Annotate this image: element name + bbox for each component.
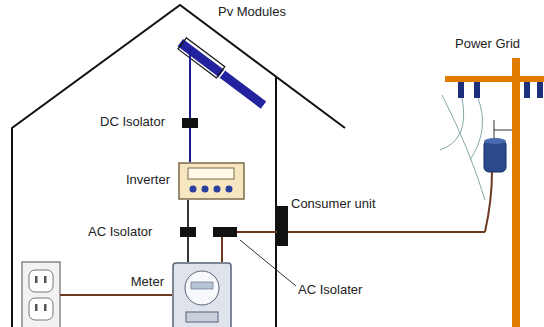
pv-frame <box>178 38 225 78</box>
pv-modules: Pv Modules <box>175 35 275 110</box>
dc-cable <box>189 110 191 162</box>
inverter-button <box>226 186 233 193</box>
outlet-slot <box>35 276 38 283</box>
node-label: Meter <box>131 274 164 289</box>
inverter-body <box>179 163 244 199</box>
node-label: Pv Modules <box>218 4 286 19</box>
grid-wire <box>470 98 483 160</box>
pv-gap <box>219 70 224 77</box>
consumer-unit <box>277 206 288 246</box>
inverter-button <box>190 186 197 193</box>
isolator-label: AC Isolater <box>298 282 362 297</box>
ac-isolator <box>180 227 196 237</box>
leader-line <box>240 240 296 286</box>
power-grid: Power Grid <box>485 55 544 327</box>
ac-isolater <box>213 227 237 237</box>
service-drop <box>485 172 492 232</box>
outlet-face <box>29 270 53 292</box>
transformer <box>484 140 506 172</box>
wall-outlet <box>22 262 60 327</box>
transformer-top <box>484 138 506 144</box>
meter-base <box>186 312 218 322</box>
house-wall <box>275 77 277 327</box>
inv-shape <box>178 162 245 200</box>
inverter-button <box>202 186 209 193</box>
insulator <box>474 82 480 98</box>
meter-readout <box>191 282 213 289</box>
meter-shape <box>172 262 232 327</box>
node-label: Inverter <box>126 172 170 187</box>
outlet-slot <box>44 276 47 283</box>
outlet-wire <box>60 294 172 296</box>
meter-body <box>173 263 231 327</box>
inverter-box: Inverter <box>178 162 245 200</box>
pole-crossarm <box>445 76 544 82</box>
pv-lead <box>189 49 191 110</box>
consumer-unit-label: Consumer unit <box>291 196 376 211</box>
grid-cable <box>222 232 485 262</box>
dc-isolator <box>182 118 198 128</box>
pv-shape <box>175 35 275 110</box>
outlet-slot <box>44 304 47 311</box>
outlet-slot <box>35 304 38 311</box>
utility-pole <box>512 58 520 327</box>
node-label: Power Grid <box>455 36 520 51</box>
transformer-bracket <box>494 130 512 131</box>
inverter-button <box>214 186 221 193</box>
isolator-label: DC Isolator <box>100 114 165 129</box>
insulator <box>524 82 530 98</box>
outlet-face <box>29 298 53 320</box>
grid-wire <box>440 98 464 150</box>
meter-dial <box>185 271 219 305</box>
insulator <box>458 82 464 98</box>
inverter-display <box>188 168 234 179</box>
insulator <box>537 82 543 98</box>
meter-box: Meter <box>172 262 232 327</box>
isolator-label: AC Isolator <box>88 224 152 239</box>
